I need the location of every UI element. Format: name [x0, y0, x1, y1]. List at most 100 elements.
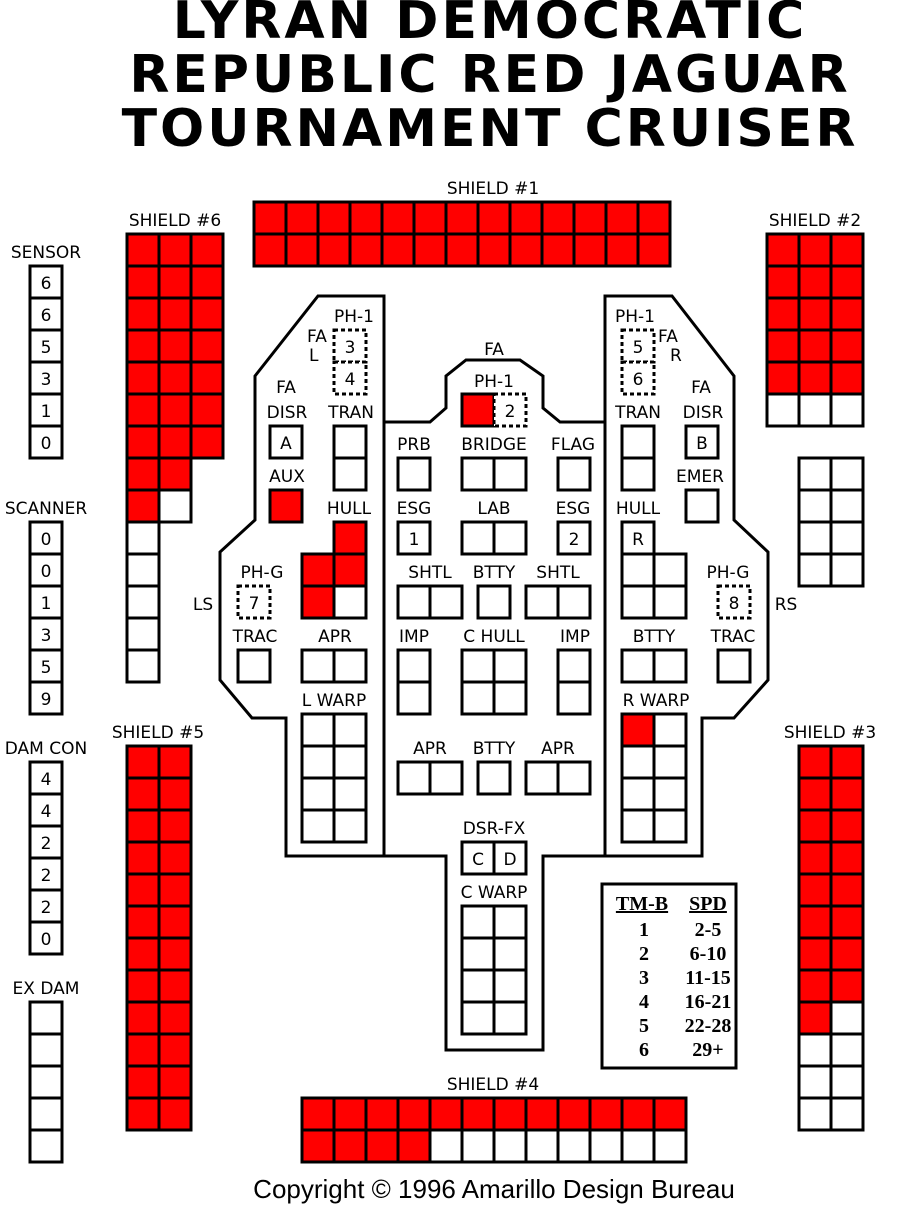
s2-box[interactable]	[829, 488, 865, 524]
s3-box[interactable]	[797, 1096, 833, 1132]
sensor-box[interactable]	[28, 392, 64, 428]
s2-box[interactable]	[797, 392, 833, 428]
s1-box[interactable]	[604, 232, 640, 268]
s1-box[interactable]	[412, 232, 448, 268]
ph1-center-red-box[interactable]	[460, 392, 496, 428]
aux-box[interactable]	[268, 488, 304, 524]
s2-box[interactable]	[829, 360, 865, 396]
s5-box[interactable]	[125, 872, 161, 908]
s6-box[interactable]	[157, 296, 193, 332]
s1-box[interactable]	[572, 200, 608, 236]
apr-aft-right-box[interactable]	[556, 760, 592, 796]
exdam-box[interactable]	[28, 1032, 64, 1068]
sensor-box[interactable]	[28, 296, 64, 332]
s5-box[interactable]	[157, 1096, 193, 1132]
hull-right-box[interactable]	[652, 584, 688, 620]
cwarp-box[interactable]	[460, 968, 496, 1004]
s2-box[interactable]	[797, 552, 833, 588]
s3-box[interactable]	[829, 776, 865, 812]
rwarp-box[interactable]	[652, 776, 688, 812]
s5-box[interactable]	[125, 776, 161, 812]
rwarp-box[interactable]	[652, 712, 688, 748]
s6-box[interactable]	[189, 296, 225, 332]
s2-box[interactable]	[829, 232, 865, 268]
s2-box[interactable]	[765, 328, 801, 364]
s1-box[interactable]	[508, 200, 544, 236]
s6-box[interactable]	[157, 264, 193, 300]
s5-box[interactable]	[125, 808, 161, 844]
s4-box[interactable]	[396, 1128, 432, 1164]
s4-box[interactable]	[652, 1096, 688, 1132]
s1-box[interactable]	[636, 200, 672, 236]
ph1-6-box[interactable]	[620, 360, 656, 396]
s4-box[interactable]	[620, 1096, 656, 1132]
s2-box[interactable]	[797, 264, 833, 300]
s6-box[interactable]	[125, 648, 161, 684]
rwarp-box[interactable]	[620, 744, 656, 780]
damcon-box[interactable]	[28, 920, 64, 956]
s6-box[interactable]	[125, 424, 161, 460]
s5-box[interactable]	[157, 1064, 193, 1100]
damcon-box[interactable]	[28, 856, 64, 892]
lab-box[interactable]	[460, 520, 496, 556]
s6-box[interactable]	[157, 488, 193, 524]
s1-box[interactable]	[316, 232, 352, 268]
s5-box[interactable]	[157, 968, 193, 1004]
imp-left-box[interactable]	[396, 680, 432, 716]
s1-box[interactable]	[380, 232, 416, 268]
imp-left-box[interactable]	[396, 648, 432, 684]
cwarp-box[interactable]	[492, 1000, 528, 1036]
s2-box[interactable]	[829, 328, 865, 364]
cwarp-box[interactable]	[492, 936, 528, 972]
s1-box[interactable]	[252, 232, 288, 268]
esg-1-box[interactable]	[396, 520, 432, 556]
s6-box[interactable]	[157, 456, 193, 492]
s5-box[interactable]	[157, 872, 193, 908]
ph1-2-box[interactable]	[492, 392, 528, 428]
s4-box[interactable]	[364, 1128, 400, 1164]
s2-box[interactable]	[765, 392, 801, 428]
s2-box[interactable]	[797, 232, 833, 268]
s6-box[interactable]	[189, 232, 225, 268]
lwarp-box[interactable]	[332, 808, 368, 844]
s1-box[interactable]	[604, 200, 640, 236]
rwarp-box[interactable]	[620, 808, 656, 844]
s1-box[interactable]	[572, 232, 608, 268]
hull-right-box[interactable]	[620, 552, 656, 588]
scanner-box[interactable]	[28, 552, 64, 588]
s6-box[interactable]	[125, 552, 161, 588]
trac-left-box[interactable]	[236, 648, 272, 684]
s1-box[interactable]	[316, 200, 352, 236]
s6-box[interactable]	[157, 392, 193, 428]
s5-box[interactable]	[157, 744, 193, 780]
damcon-box[interactable]	[28, 888, 64, 924]
lwarp-box[interactable]	[332, 744, 368, 780]
s2-box[interactable]	[797, 488, 833, 524]
shtl-right-box[interactable]	[556, 584, 592, 620]
chull-box[interactable]	[460, 648, 496, 684]
s2-box[interactable]	[797, 520, 833, 556]
s3-box[interactable]	[829, 904, 865, 940]
tran-left-box[interactable]	[332, 424, 368, 460]
apr-aft-left-box[interactable]	[396, 760, 432, 796]
s3-box[interactable]	[829, 1032, 865, 1068]
s3-box[interactable]	[829, 1096, 865, 1132]
s1-box[interactable]	[636, 232, 672, 268]
s6-box[interactable]	[125, 616, 161, 652]
s3-box[interactable]	[829, 936, 865, 972]
lwarp-box[interactable]	[332, 712, 368, 748]
s4-box[interactable]	[588, 1128, 624, 1164]
chull-box[interactable]	[492, 648, 528, 684]
hull-left-box[interactable]	[300, 584, 336, 620]
rwarp-box[interactable]	[652, 744, 688, 780]
phg-7-box[interactable]	[236, 584, 272, 620]
s6-box[interactable]	[157, 328, 193, 364]
s3-box[interactable]	[797, 744, 833, 780]
disr-b-box[interactable]	[684, 424, 720, 460]
s2-box[interactable]	[829, 296, 865, 332]
s1-box[interactable]	[476, 232, 512, 268]
s6-box[interactable]	[125, 328, 161, 364]
s3-box[interactable]	[797, 904, 833, 940]
s5-box[interactable]	[125, 744, 161, 780]
s2-box[interactable]	[829, 264, 865, 300]
